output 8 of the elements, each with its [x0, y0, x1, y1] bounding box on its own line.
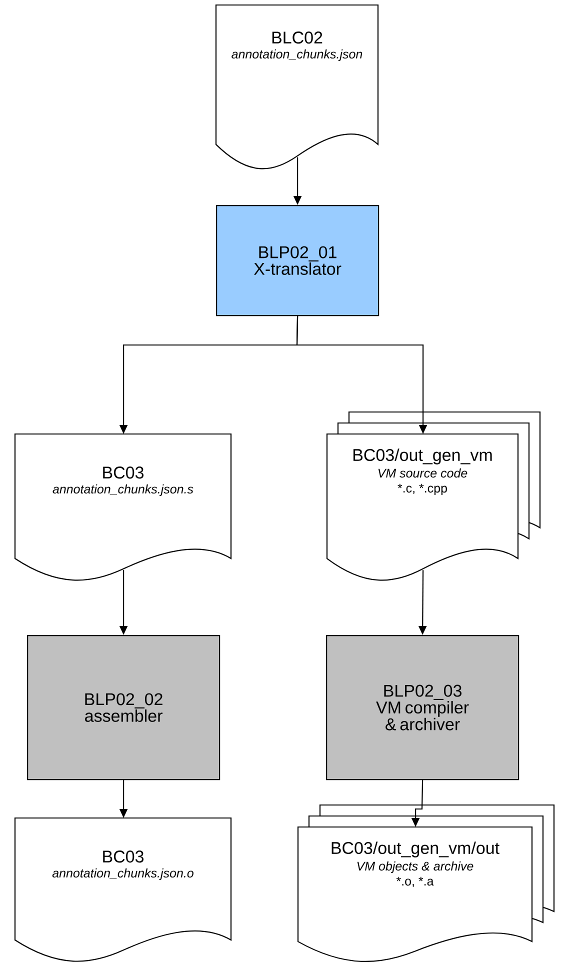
stacked-documents: BC03/out_gen_vm VM source code *.c, *.cpp: [326, 411, 541, 581]
node-label: BC03/out_gen_vm/out: [332, 842, 500, 858]
process-box: BLP02_02 assembler: [27, 635, 220, 780]
node-label: *.o, *.a: [396, 876, 434, 888]
process-box: BLP02_01 X-translator: [216, 205, 380, 316]
node-label: VM objects & archive: [357, 861, 474, 874]
stacked-documents: BC03/out_gen_vm/out VM objects & archive *.o, *.a: [297, 804, 555, 962]
process-box: BLP02_03 VM compiler & archiver: [326, 635, 520, 780]
